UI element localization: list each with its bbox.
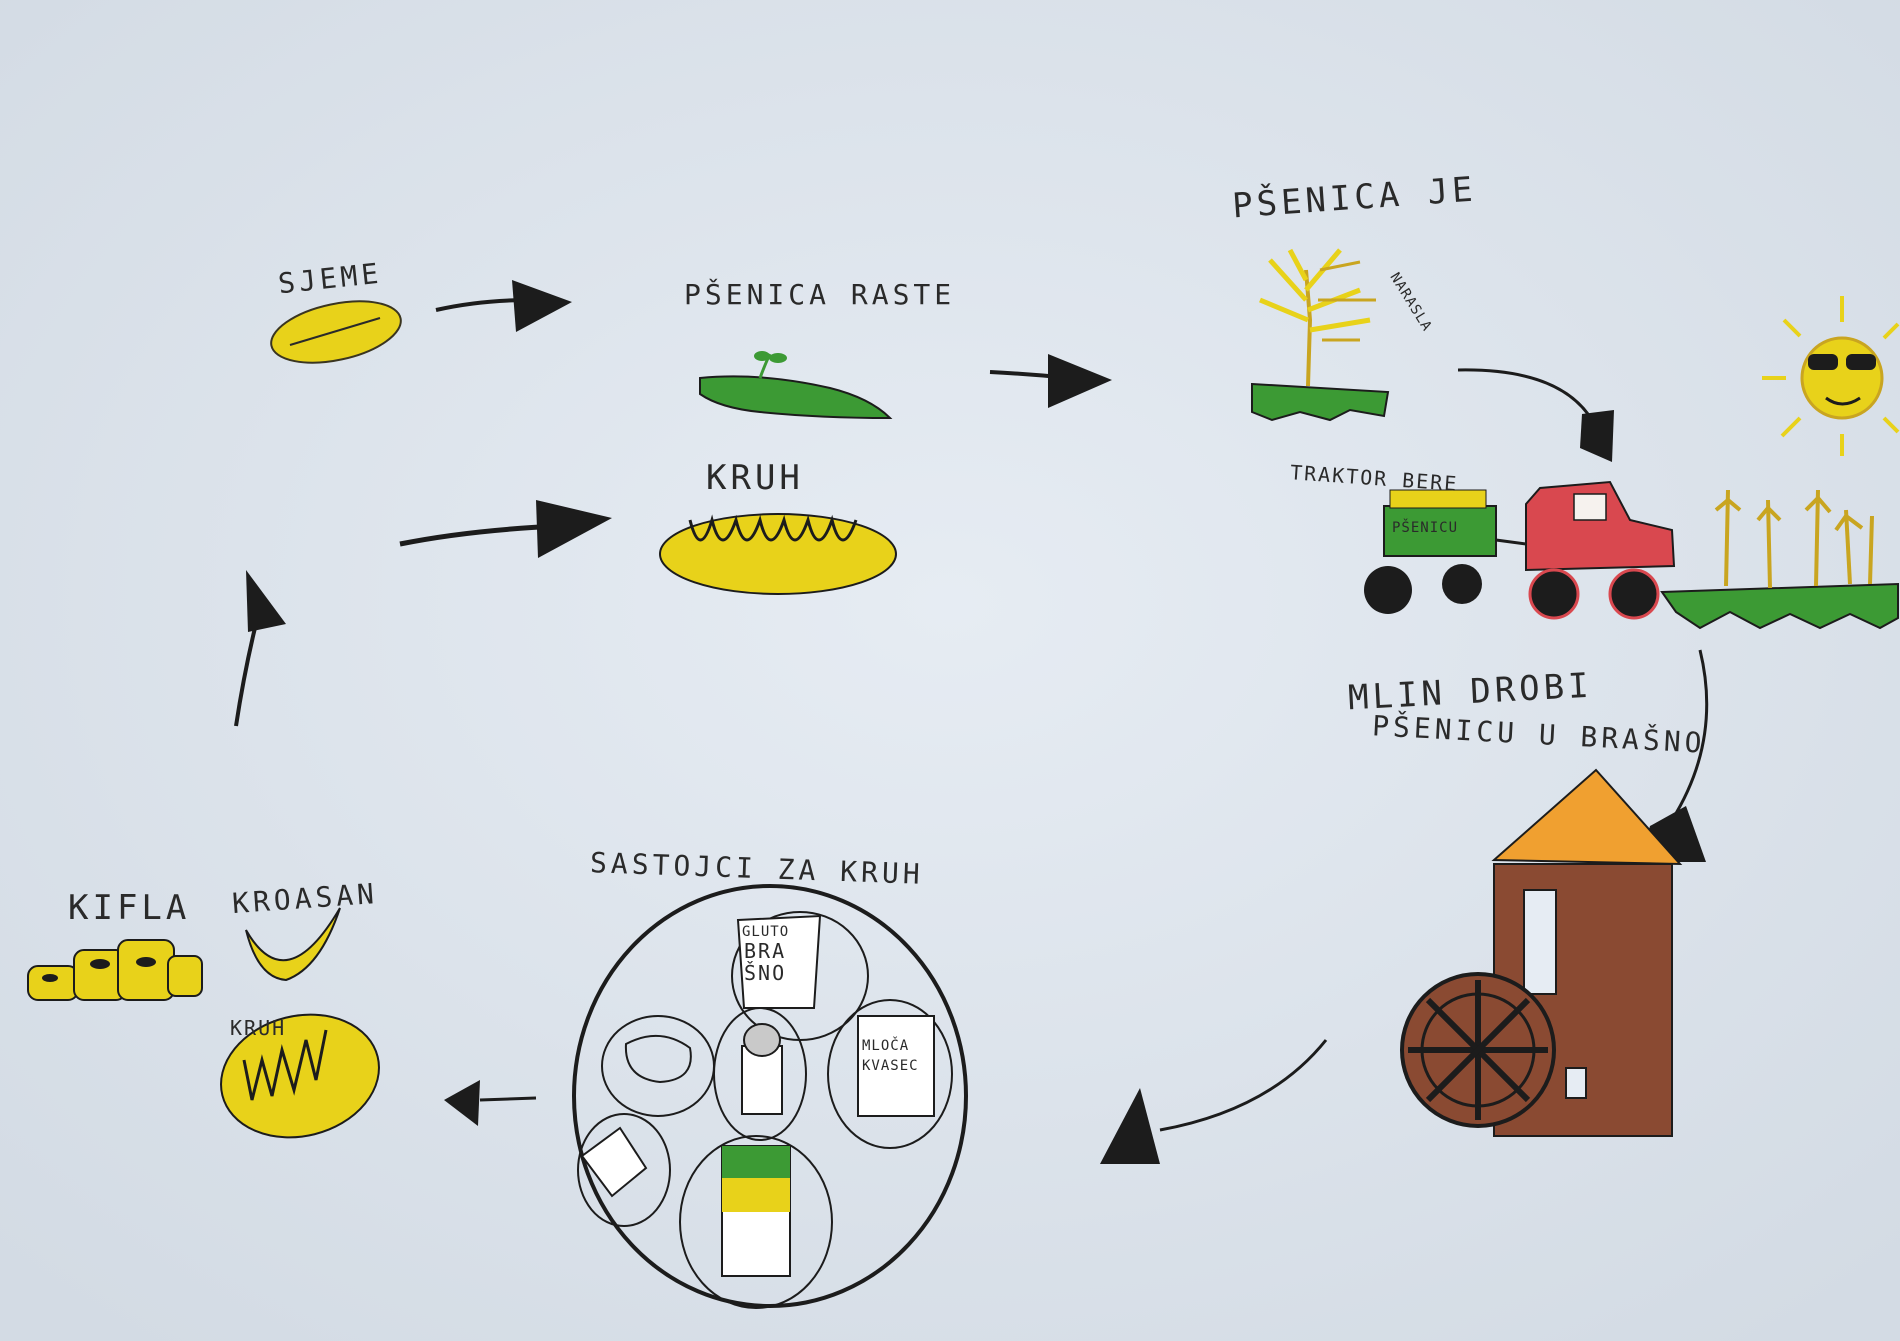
label-final-bread: KRUH (706, 458, 804, 498)
arrow-mill-to-ingredients (1100, 1039, 1328, 1164)
kifla-rolls (27, 939, 203, 1001)
label-small-bread: KRUH (230, 1016, 287, 1040)
arrow-sprout-to-wheat (989, 354, 1112, 408)
label-wheat-grows: PŠENICA RASTE (684, 278, 956, 311)
label-flour-pack: BRA ŠNO (744, 939, 787, 985)
final-bread (659, 513, 897, 595)
grown-wheat (1251, 248, 1390, 422)
wheat-field (1660, 489, 1899, 630)
label-tractor-cargo: PŠENICU (1392, 520, 1459, 536)
ingredients-circle (572, 884, 968, 1309)
arrow-breads-up (234, 570, 286, 727)
label-milk-yeast-pack: MLOČA KVASEC (862, 1038, 919, 1074)
label-kifla: KIFLA (68, 888, 191, 928)
mill (1400, 768, 1683, 1137)
small-bread-loaf (220, 1013, 380, 1139)
sun (1762, 296, 1900, 456)
arrow-seed-to-sprout (435, 280, 572, 332)
arrow-to-final-bread (399, 500, 612, 558)
croissant (245, 907, 341, 982)
label-gluten-pack: GLUTO (742, 924, 790, 940)
arrow-ingredients-to-breads (444, 1080, 537, 1126)
sprout (699, 351, 893, 420)
arrow-wheat-to-tractor (1457, 368, 1614, 462)
seed (270, 300, 402, 364)
tractor (1364, 480, 1676, 620)
